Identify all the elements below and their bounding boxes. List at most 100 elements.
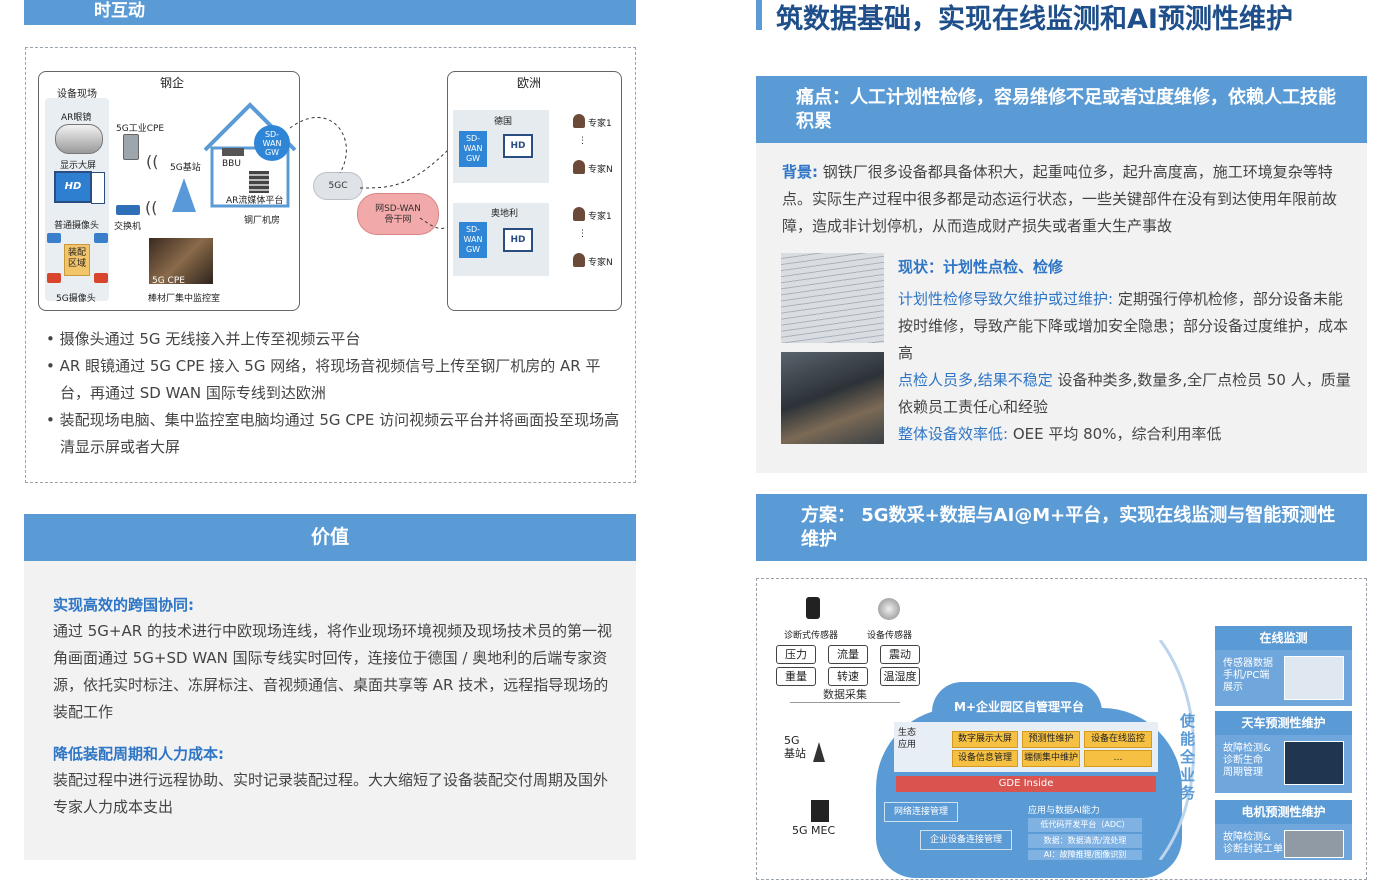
network-mgmt-box: 网络连接管理 xyxy=(884,802,958,822)
site-label: 设备现场 xyxy=(57,89,97,100)
status-title: 现状：计划性点检、检修 xyxy=(898,258,1064,276)
card-title: 天车预测性维护 xyxy=(1215,711,1352,735)
sensor-vibration: 震动 xyxy=(880,645,920,664)
germany-label: 德国 xyxy=(494,117,513,127)
document-photo xyxy=(781,253,884,343)
solution-title: 方案： 5G数采+数据与AI@M+平台，实现在线监测与智能预测性维护 xyxy=(801,505,1336,550)
base-station-icon xyxy=(172,178,196,212)
top-left-title-bar: 时互动 xyxy=(24,0,636,25)
status-item-2-text: 设备种类多,数量多,全厂点检员 50 人，质量依赖员工责任心和经验 xyxy=(898,371,1351,416)
mec-label: 5G MEC xyxy=(792,824,836,837)
germany-monitor-icon: HD xyxy=(503,134,533,158)
bullet-item: • 摄像头通过 5G 无线接入并上传至视频云平台 xyxy=(46,330,361,348)
ar-platform-label: AR流媒体平台 xyxy=(226,196,284,206)
ar-glasses-label: AR眼镜 xyxy=(61,113,92,123)
card-image xyxy=(1284,656,1344,700)
value-paragraph-1: 通过 5G+AR 的技术进行中欧现场连线，将作业现场环境视频及现场技术员的第一视… xyxy=(53,622,612,721)
cpe-icon xyxy=(123,134,139,160)
status-item-2: 点检人员多,结果不稳定 设备种类多,数量多,全厂点检员 50 人，质量依赖员工责… xyxy=(898,367,1353,421)
value-heading-1: 实现高效的跨国协同: xyxy=(53,596,194,614)
sensor-weight: 重量 xyxy=(776,667,816,686)
base-station-label: 5G基站 xyxy=(170,163,201,173)
status-item-2-label: 点检人员多,结果不稳定 xyxy=(898,371,1053,389)
austria-expert1: 专家1 xyxy=(588,212,612,222)
bullet-item: • 装配现场电脑、集中监控室电脑均通过 5G CPE 访问视频云平台并将画面投至… xyxy=(46,411,620,456)
camera-icon-bl xyxy=(47,273,61,283)
germany-dots: ⋮ xyxy=(578,136,587,146)
card-online-monitoring: 在线监测 传感器数据 手机/PC端 展示 xyxy=(1215,626,1352,706)
sdwan-gw-circle: SD- WAN GW xyxy=(254,125,290,161)
pain-title: 痛点：人工计划性检修，容易维修不足或者过度维修，依赖人工技能积累 xyxy=(796,87,1336,132)
connection-lines xyxy=(289,116,456,229)
germany-expertN: 专家N xyxy=(588,165,613,175)
data-collect-label: 数据采集 xyxy=(790,686,900,703)
status-item-3-text: OEE 平均 80%，综合利用率低 xyxy=(1008,425,1222,443)
enable-label: 使能全业务 xyxy=(1180,712,1196,802)
status-item-1: 计划性检修导致欠维护或过维护: 定期强行停机检修，部分设备未能按时维修，导致产能… xyxy=(898,286,1353,367)
background-paragraph: 背景: 钢铁厂很多设备都具备体积大，起重吨位多，起升高度高，施工环境复杂等特点。… xyxy=(782,159,1347,240)
austria-monitor-icon: HD xyxy=(503,228,533,252)
expert-avatar-icon xyxy=(573,160,585,174)
value-body xyxy=(24,561,636,860)
ai-item-ai: AI：故障推理/图像识别 xyxy=(1028,850,1142,860)
status-item-3-label: 整体设备效率低: xyxy=(898,425,1009,443)
app-device-info: 设备信息管理 xyxy=(952,750,1018,767)
page-title-accent xyxy=(756,0,762,30)
camera-5g-label: 5G摄像头 xyxy=(56,294,96,304)
value-heading-2: 降低装配周期和人力成本: xyxy=(53,745,224,763)
camera-icon-br xyxy=(94,273,108,283)
background-label: 背景: xyxy=(782,163,818,181)
app-online-monitoring: 设备在线监控 xyxy=(1084,731,1152,748)
control-room-photo xyxy=(149,238,213,284)
machine-room-label: 钢厂机房 xyxy=(244,216,281,226)
value-title-bar: 价值 xyxy=(24,514,636,561)
bbu-icon xyxy=(222,148,244,156)
display-icon: HD xyxy=(54,171,92,203)
assembly-area: 装配 区域 xyxy=(64,244,90,276)
platform-title: M+企业园区自管理平台 xyxy=(954,700,1084,714)
value-paragraph-2: 装配过程中进行远程协助、实时记录装配过程。大大缩短了设备装配交付周期及国外专家人… xyxy=(53,771,609,816)
wifi-signal-icon: (( xyxy=(146,152,159,171)
normal-camera-label: 普通摄像头 xyxy=(54,221,100,231)
value-title: 价值 xyxy=(310,526,349,548)
card-desc: 传感器数据 手机/PC端 展示 xyxy=(1223,658,1273,693)
sensor-pressure: 压力 xyxy=(776,645,816,664)
control-room-cpe-label: 5G CPE xyxy=(152,276,185,286)
camera-icon-tr xyxy=(94,233,108,243)
base-station-label: 5G 基站 xyxy=(784,734,806,760)
diagnostic-sensor-label: 诊断式传感器 xyxy=(784,631,839,641)
control-room-label: 棒材厂集中监控室 xyxy=(148,294,221,304)
card-desc: 故障检测& 诊断封装工单 xyxy=(1223,832,1283,855)
top-left-title: 时互动 xyxy=(94,1,145,21)
camera-icon-tl xyxy=(47,233,61,243)
card-title: 电机预测性维护 xyxy=(1215,800,1352,824)
gde-bar: GDE Inside xyxy=(896,776,1156,792)
status-item-1-label: 计划性检修导致欠维护或过维护: xyxy=(898,290,1114,308)
base-station-icon xyxy=(813,742,825,762)
app-predictive-maintenance: 预测性维护 xyxy=(1022,731,1080,748)
enable-arc xyxy=(1158,640,1196,860)
background-text: 钢铁厂很多设备都具备体积大，起重吨位多，起升高度高，施工环境复杂等特点。实际生产… xyxy=(782,163,1338,235)
bbu-label: BBU xyxy=(222,159,241,169)
sdwan-backbone-cloud: 网SD-WAN 骨干网 xyxy=(357,193,439,235)
germany-gw: SD- WAN GW xyxy=(459,131,487,167)
germany-expert1: 专家1 xyxy=(588,119,612,129)
solution-title-bar: 方案： 5G数采+数据与AI@M+平台，实现在线监测与智能预测性维护 xyxy=(756,494,1367,561)
card-desc: 故障检测& 诊断生命 周期管理 xyxy=(1223,743,1271,778)
ai-item-data: 数据：数据清洗/流处理 xyxy=(1028,834,1142,848)
eco-apps-label: 生态 应用 xyxy=(898,728,917,750)
status-item-1-text: 定期强行停机检修，部分设备未能按时维修，导致产能下降或增加安全隐患；部分设备过度… xyxy=(898,290,1349,362)
sensor-speed: 转速 xyxy=(828,667,868,686)
app-edge-maintenance: 端侧集中维护 xyxy=(1022,750,1080,767)
austria-expertN: 专家N xyxy=(588,258,613,268)
bullet-item: • AR 眼镜通过 5G CPE 接入 5G 网络，将现场音视频信号上传至钢厂机… xyxy=(46,357,601,402)
device-sensor-icon xyxy=(878,598,900,620)
switch-icon xyxy=(116,205,140,215)
card-title: 在线监测 xyxy=(1215,626,1352,650)
steel-enterprise-title: 钢企 xyxy=(160,76,185,90)
worker-photo xyxy=(781,352,884,444)
expert-avatar-icon xyxy=(573,207,585,221)
europe-title: 欧洲 xyxy=(517,76,542,90)
austria-gw: SD- WAN GW xyxy=(459,222,487,258)
expert-avatar-icon xyxy=(573,253,585,267)
